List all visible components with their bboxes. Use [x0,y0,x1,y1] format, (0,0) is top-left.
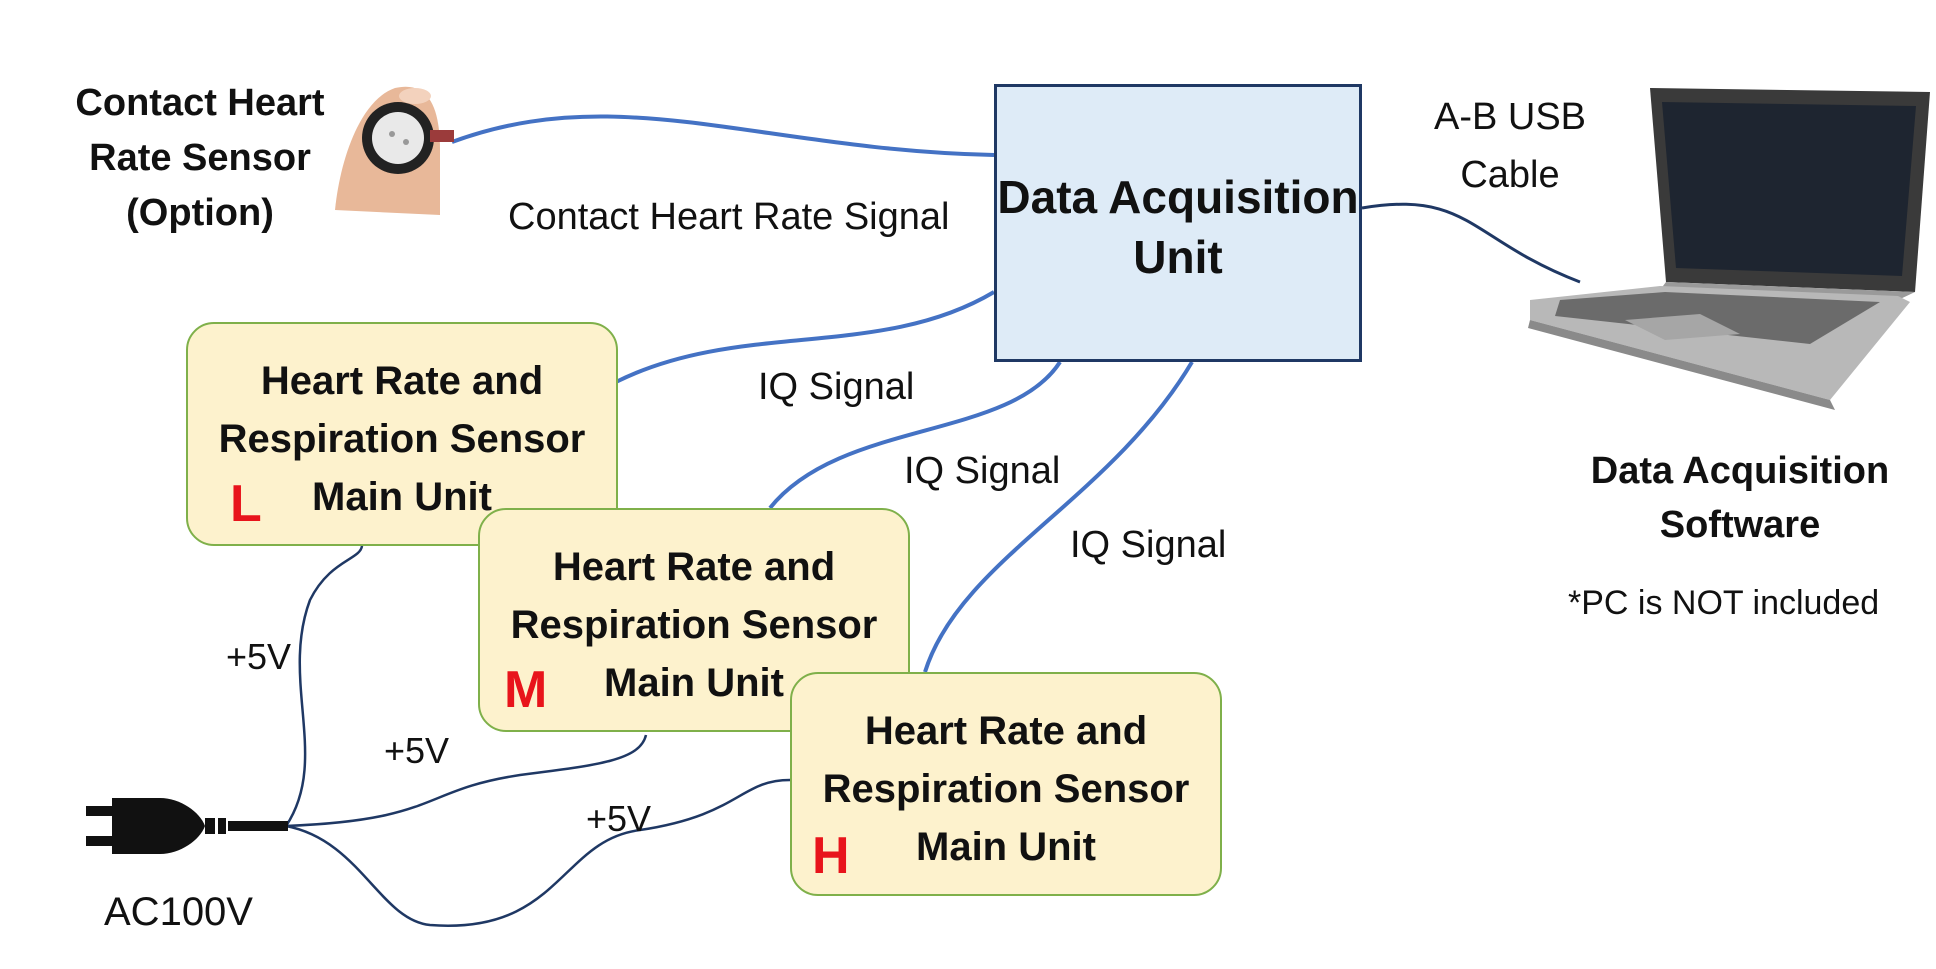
dau-title: Data Acquisition Unit [997,171,1359,283]
iq-signal-label-l: IQ Signal [758,366,915,408]
main-unit-l-title: Heart Rate and Respiration Sensor Main U… [218,359,586,519]
power-label-h: +5V [586,798,652,839]
main-unit-h-letter: H [812,827,850,885]
power-plug-icon [86,798,288,854]
pc-note: *PC is NOT included [1568,584,1880,622]
iq-signal-wire-h [923,360,1194,673]
data-acquisition-unit: Data Acquisition Unit [994,84,1362,362]
power-wire-l [284,545,364,827]
ac-power-label: AC100V [104,890,253,934]
power-wire-m [285,734,648,828]
contact-signal-wire [451,114,995,157]
power-label-m: +5V [384,730,450,771]
main-unit-l-letter: L [230,475,262,533]
main-unit-h-title: Heart Rate and Respiration Sensor Main U… [822,709,1190,869]
software-label: Data Acquisition Software [1590,450,1890,546]
usb-cable-wire [1361,202,1581,284]
main-unit-h: Heart Rate and Respiration Sensor Main U… [790,672,1222,896]
finger-sensor-icon [335,86,454,216]
iq-signal-wire-m [768,360,1062,510]
main-unit-m-title: Heart Rate and Respiration Sensor Main U… [510,545,878,705]
power-wire-h [285,778,791,927]
iq-signal-label-m: IQ Signal [904,450,1061,492]
usb-cable-label: A-B USB Cable [1433,96,1587,196]
contact-signal-label: Contact Heart Rate Signal [508,196,950,238]
power-label-l: +5V [226,636,292,677]
iq-signal-wire-l [615,290,996,384]
main-unit-m-letter: M [504,661,548,719]
contact-sensor-label: Contact Heart Rate Sensor (Option) [75,82,325,234]
iq-signal-label-h: IQ Signal [1070,524,1227,566]
laptop-icon [1528,88,1930,410]
